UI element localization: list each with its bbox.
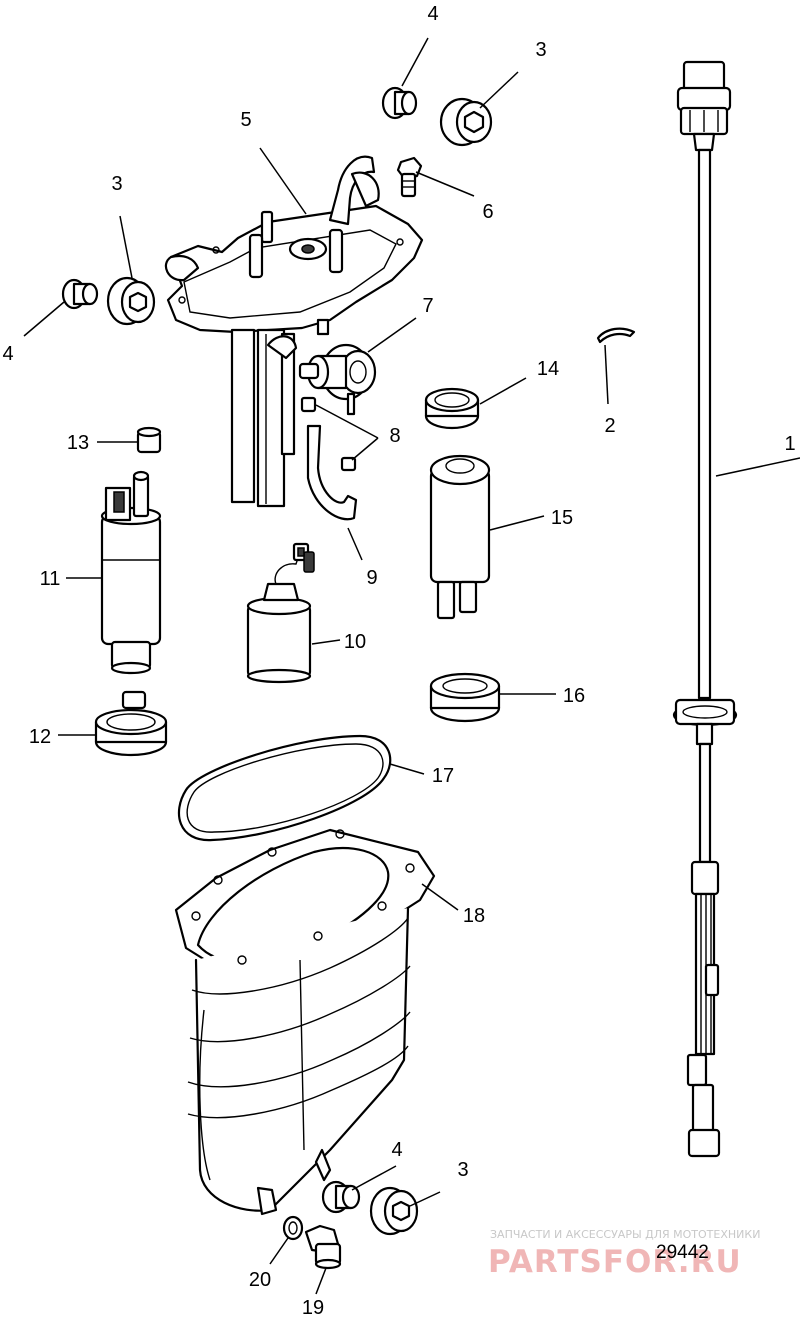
callout-1: 1 [784, 433, 795, 455]
part-drain-plug [304, 1224, 342, 1270]
callout-15: 15 [551, 507, 573, 529]
callout-4-left: 4 [2, 343, 13, 365]
part-fuel-hose [306, 424, 358, 521]
part-gasket [177, 734, 392, 842]
part-grommet-top [439, 97, 493, 147]
callout-2: 2 [604, 415, 615, 437]
part-washer [282, 1215, 304, 1241]
part-seal [424, 387, 480, 430]
callout-16: 16 [563, 685, 585, 707]
callout-4-bottom: 4 [391, 1139, 402, 1161]
watermark: ЗАПЧАСТИ И АКСЕССУАРЫ ДЛЯ МОТОТЕХНИКИ PA… [488, 1228, 760, 1280]
callout-6: 6 [482, 201, 493, 223]
callout-3-left: 3 [111, 173, 122, 195]
part-bushing-bottom [321, 1180, 361, 1214]
leader-lines [23, 37, 800, 1295]
callout-18: 18 [463, 905, 485, 927]
callout-3-bottom: 3 [457, 1159, 468, 1181]
part-pressure-regulator [298, 343, 377, 416]
part-bushing-top [381, 86, 418, 120]
part-filter [246, 542, 315, 684]
callout-11: 11 [40, 568, 61, 590]
callout-4-top: 4 [427, 3, 438, 25]
callout-7: 7 [422, 295, 433, 317]
callout-19: 19 [302, 1297, 324, 1319]
callout-20: 20 [249, 1269, 271, 1291]
callout-14: 14 [537, 358, 559, 380]
callout-8: 8 [389, 425, 400, 447]
part-bushing-left [61, 278, 99, 310]
callout-5: 5 [240, 109, 251, 131]
part-retaining-clip [596, 327, 636, 344]
callout-17: 17 [432, 765, 454, 787]
watermark-tagline: ЗАПЧАСТИ И АКСЕССУАРЫ ДЛЯ МОТОТЕХНИКИ [490, 1228, 760, 1241]
part-wiring-harness [672, 60, 738, 1158]
part-screw [396, 156, 423, 198]
part-caps [300, 396, 357, 472]
part-reservoir [174, 828, 436, 1216]
reference-number: 29442 [656, 1242, 709, 1263]
part-fuel-pump [100, 470, 162, 675]
watermark-brand: PARTSFOR.RU [488, 1244, 742, 1280]
callout-13: 13 [67, 432, 89, 454]
part-grommet-bottom [369, 1186, 419, 1236]
callout-3-top: 3 [535, 39, 546, 61]
part-pump-mount [94, 690, 168, 757]
callout-9: 9 [366, 567, 377, 589]
part-module-cover [164, 155, 424, 508]
part-lift-pump [429, 454, 491, 620]
callout-labels: 1 2 3 3 3 4 4 4 5 6 7 8 9 10 11 12 13 14… [2, 3, 795, 1319]
callout-12: 12 [29, 726, 51, 748]
callout-10: 10 [344, 631, 366, 653]
part-mount-ring [429, 672, 501, 723]
part-sleeve [136, 426, 162, 454]
part-grommet-left [106, 276, 156, 326]
